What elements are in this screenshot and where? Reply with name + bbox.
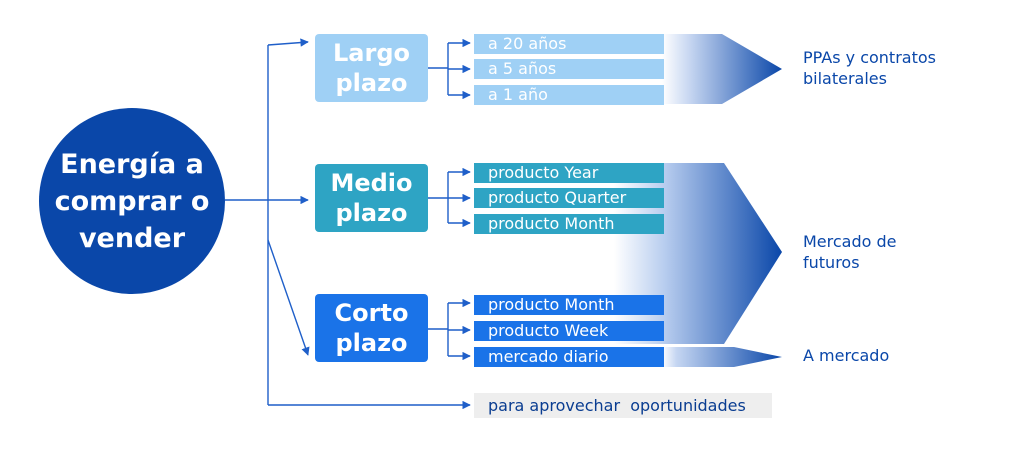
center-line-3: vender <box>78 222 186 254</box>
market-label-spot: A mercado <box>803 346 890 365</box>
market-futuros-line-2: futuros <box>803 253 860 272</box>
product-bar: a 20 años <box>474 34 664 54</box>
product-bar: a 1 año <box>474 85 664 105</box>
horizon-medio-line-1: Medio <box>330 169 413 197</box>
horizon-corto-line-1: Corto <box>334 299 409 327</box>
product-bar: producto Quarter <box>474 188 664 208</box>
product-bar: mercado diario <box>474 347 664 367</box>
funnel-spot <box>662 347 782 367</box>
center-line-1: Energía a <box>60 148 204 180</box>
horizon-largo-line-2: plazo <box>335 69 408 97</box>
market-futuros-line-1: Mercado de <box>803 232 897 251</box>
product-bar: producto Year <box>474 163 664 183</box>
market-label-ppa: PPAs y contratos bilaterales <box>803 47 936 89</box>
market-label-futuros: Mercado de futuros <box>803 231 897 273</box>
market-ppa-line-2: bilaterales <box>803 69 887 88</box>
center-line-2: comprar o <box>54 185 210 217</box>
product-bar: producto Month <box>474 214 664 234</box>
opportunities-note: para aprovechar oportunidades <box>474 393 772 418</box>
center-node: Energía a comprar o vender <box>39 108 225 294</box>
product-bar: producto Month <box>474 295 664 315</box>
horizon-medio-line-2: plazo <box>335 199 408 227</box>
product-bar: a 5 años <box>474 59 664 79</box>
horizon-largo: Largo plazo <box>315 34 428 102</box>
market-ppa-line-1: PPAs y contratos <box>803 48 936 67</box>
horizon-medio: Medio plazo <box>315 164 428 232</box>
funnel-ppa <box>662 34 782 104</box>
horizon-corto: Corto plazo <box>315 294 428 362</box>
product-bar: producto Week <box>474 321 664 341</box>
horizon-corto-line-2: plazo <box>335 329 408 357</box>
horizon-largo-line-1: Largo <box>333 39 410 67</box>
